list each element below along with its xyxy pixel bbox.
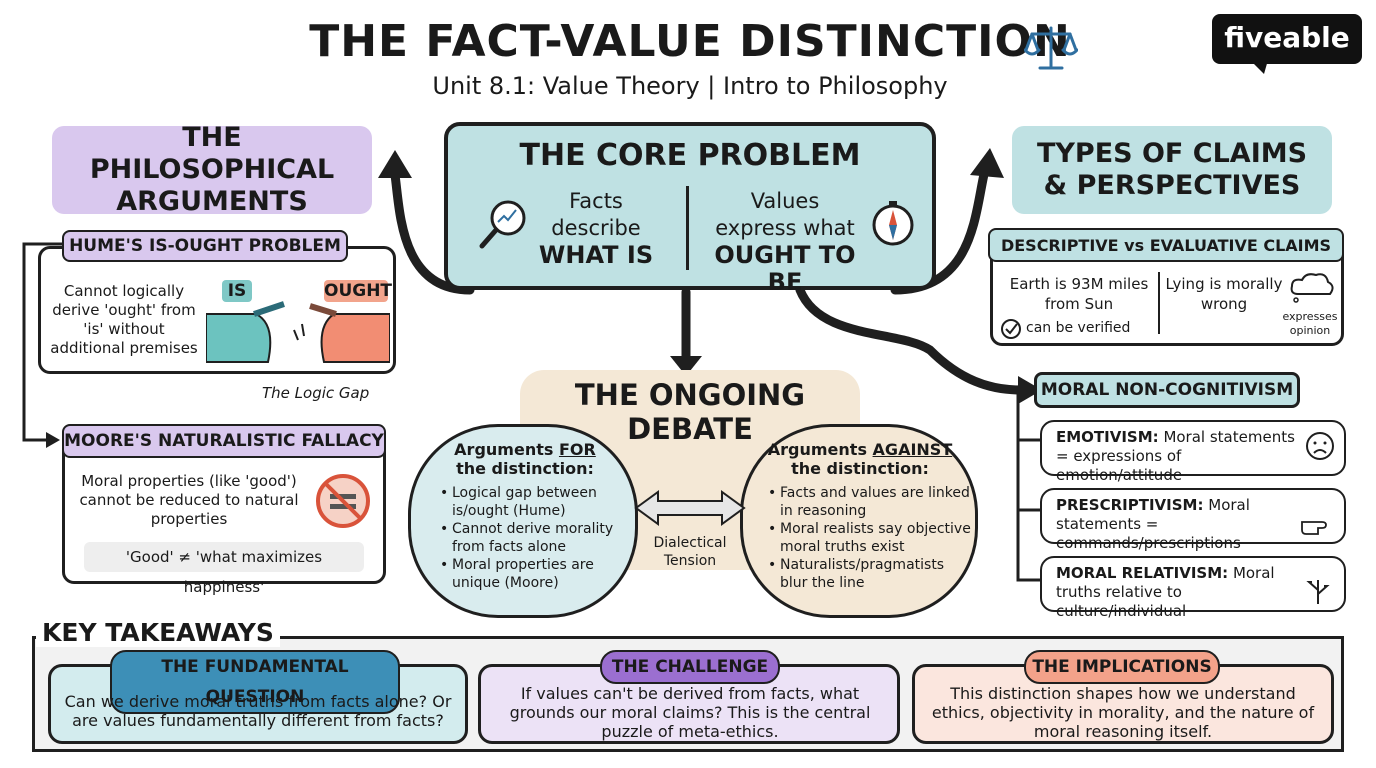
values-line-3: OUGHT TO BE (714, 241, 856, 296)
tension-line-2: Tension (663, 553, 717, 569)
fact-example: Earth is 93M miles from Sun (1009, 275, 1149, 313)
tension-label: Dialectical Tension (640, 534, 740, 570)
facts-block: Facts describe WHAT IS (536, 188, 656, 269)
takeaway-label-question: THE FUNDAMENTAL QUESTION (110, 650, 400, 714)
against-list: Facts and values are linked in reasoning… (768, 484, 972, 592)
logo-tail (1250, 60, 1268, 74)
against-title-pre: Arguments (767, 440, 873, 459)
values-line-2: express what (715, 216, 855, 240)
prohibited-equals-icon (316, 474, 370, 528)
for-title-post: the distinction: (456, 459, 594, 478)
sad-face-icon (1306, 432, 1334, 460)
facts-line-3: WHAT IS (538, 241, 654, 269)
for-title: Arguments FOR the distinction: (420, 440, 630, 478)
opinion-note: expresses opinion (1282, 310, 1338, 337)
arguments-header: THE PHILOSOPHICAL ARGUMENTS (52, 122, 372, 217)
takeaway-label-implications: THE IMPLICATIONS (1024, 650, 1220, 684)
crossroads-sign-icon (1306, 580, 1330, 604)
check-icon (1001, 319, 1021, 339)
emotivism-text: EMOTIVISM: Moral statements = expression… (1056, 428, 1300, 485)
takeaway-text-question: Can we derive moral truths from facts al… (64, 692, 452, 730)
emotivism-card (1040, 420, 1346, 476)
noncog-label: MORAL NON-COGNITIVISM (1034, 372, 1300, 408)
against-item: Moral realists say objective moral truth… (768, 520, 972, 556)
relativism-text: MORAL RELATIVISM: Moral truths relative … (1056, 564, 1316, 621)
moore-formula: 'Good' ≠ 'what maximizes happiness' (84, 542, 364, 596)
relativism-desc: Moral truths relative to culture/individ… (1056, 564, 1275, 620)
facts-line-2: describe (551, 216, 641, 240)
verified-note: can be verified (1026, 320, 1131, 336)
arrow-to-arguments (390, 170, 475, 295)
hume-text: Cannot logically derive 'ought' from 'is… (50, 282, 198, 357)
takeaway-label-challenge: THE CHALLENGE (600, 650, 780, 684)
relativism-key: MORAL RELATIVISM: (1056, 564, 1229, 582)
tension-line-1: Dialectical (653, 535, 727, 551)
prescriptivism-key: PRESCRIPTIVISM: (1056, 496, 1204, 514)
for-item: Logical gap between is/ought (Hume) (440, 484, 628, 520)
page-title: THE FACT-VALUE DISTINCTION (309, 16, 1071, 67)
against-item: Naturalists/pragmatists blur the line (768, 556, 972, 592)
for-item: Moral properties are unique (Moore) (440, 556, 628, 592)
takeaway-text-implications: This distinction shapes how we understan… (931, 684, 1315, 741)
core-problem-title: THE CORE PROBLEM (519, 138, 861, 173)
against-title: Arguments AGAINST the distinction: (752, 440, 968, 478)
core-divider (686, 186, 689, 270)
emotivism-desc: Moral statements = expressions of emotio… (1056, 428, 1295, 484)
debate-title: THE ONGOING DEBATE (574, 378, 806, 446)
claims-header: TYPES OF CLAIMS & PERSPECTIVES (1012, 126, 1332, 214)
for-item: Cannot derive morality from facts alone (440, 520, 628, 556)
relativism-card (1040, 556, 1346, 612)
scales-icon (1024, 26, 1078, 70)
hume-label: HUME'S IS-OUGHT PROBLEM (62, 230, 348, 262)
takeaway-text-challenge: If values can't be derived from facts, w… (509, 684, 871, 741)
double-arrow-icon (634, 490, 746, 526)
pointing-hand-icon (1301, 521, 1327, 535)
moore-label: MOORE'S NATURALISTIC FALLACY (62, 424, 386, 458)
prescriptivism-card (1040, 488, 1346, 544)
against-title-key: AGAINST (872, 440, 953, 459)
compass-icon (872, 201, 914, 246)
takeaways-title: KEY TAKEAWAYS (36, 618, 280, 647)
moore-text: Moral properties (like 'good') cannot be… (79, 472, 299, 528)
is-tag: IS (222, 280, 252, 302)
broken-bridge-illustration (206, 301, 390, 363)
prescriptivism-text: PRESCRIPTIVISM: Moral statements = comma… (1056, 496, 1336, 553)
thought-cloud-icon (1290, 273, 1334, 303)
magnifier-icon (479, 200, 526, 249)
page-subtitle: Unit 8.1: Value Theory | Intro to Philos… (432, 72, 948, 100)
for-title-key: FOR (558, 440, 596, 459)
for-title-pre: Arguments (454, 440, 559, 459)
values-line-1: Values (750, 189, 820, 213)
prescriptivism-desc: Moral statements = commands/prescription… (1056, 496, 1250, 552)
facts-line-1: Facts (569, 189, 623, 213)
values-block: Values express what OUGHT TO BE (700, 188, 870, 296)
claims-divider (1158, 272, 1160, 334)
ought-tag: OUGHT (324, 280, 393, 302)
logic-gap-caption: The Logic Gap (262, 384, 370, 402)
fiveable-logo: fiveable (1212, 14, 1362, 64)
arrow-to-noncog (795, 285, 1025, 395)
against-item: Facts and values are linked in reasoning (768, 484, 972, 520)
core-problem-card (444, 122, 936, 290)
emotivism-key: EMOTIVISM: (1056, 428, 1159, 446)
value-example: Lying is morally wrong (1165, 275, 1283, 313)
against-title-post: the distinction: (791, 459, 929, 478)
for-list: Logical gap between is/ought (Hume) Cann… (440, 484, 628, 592)
descriptive-label: DESCRIPTIVE vs EVALUATIVE CLAIMS (988, 228, 1344, 262)
